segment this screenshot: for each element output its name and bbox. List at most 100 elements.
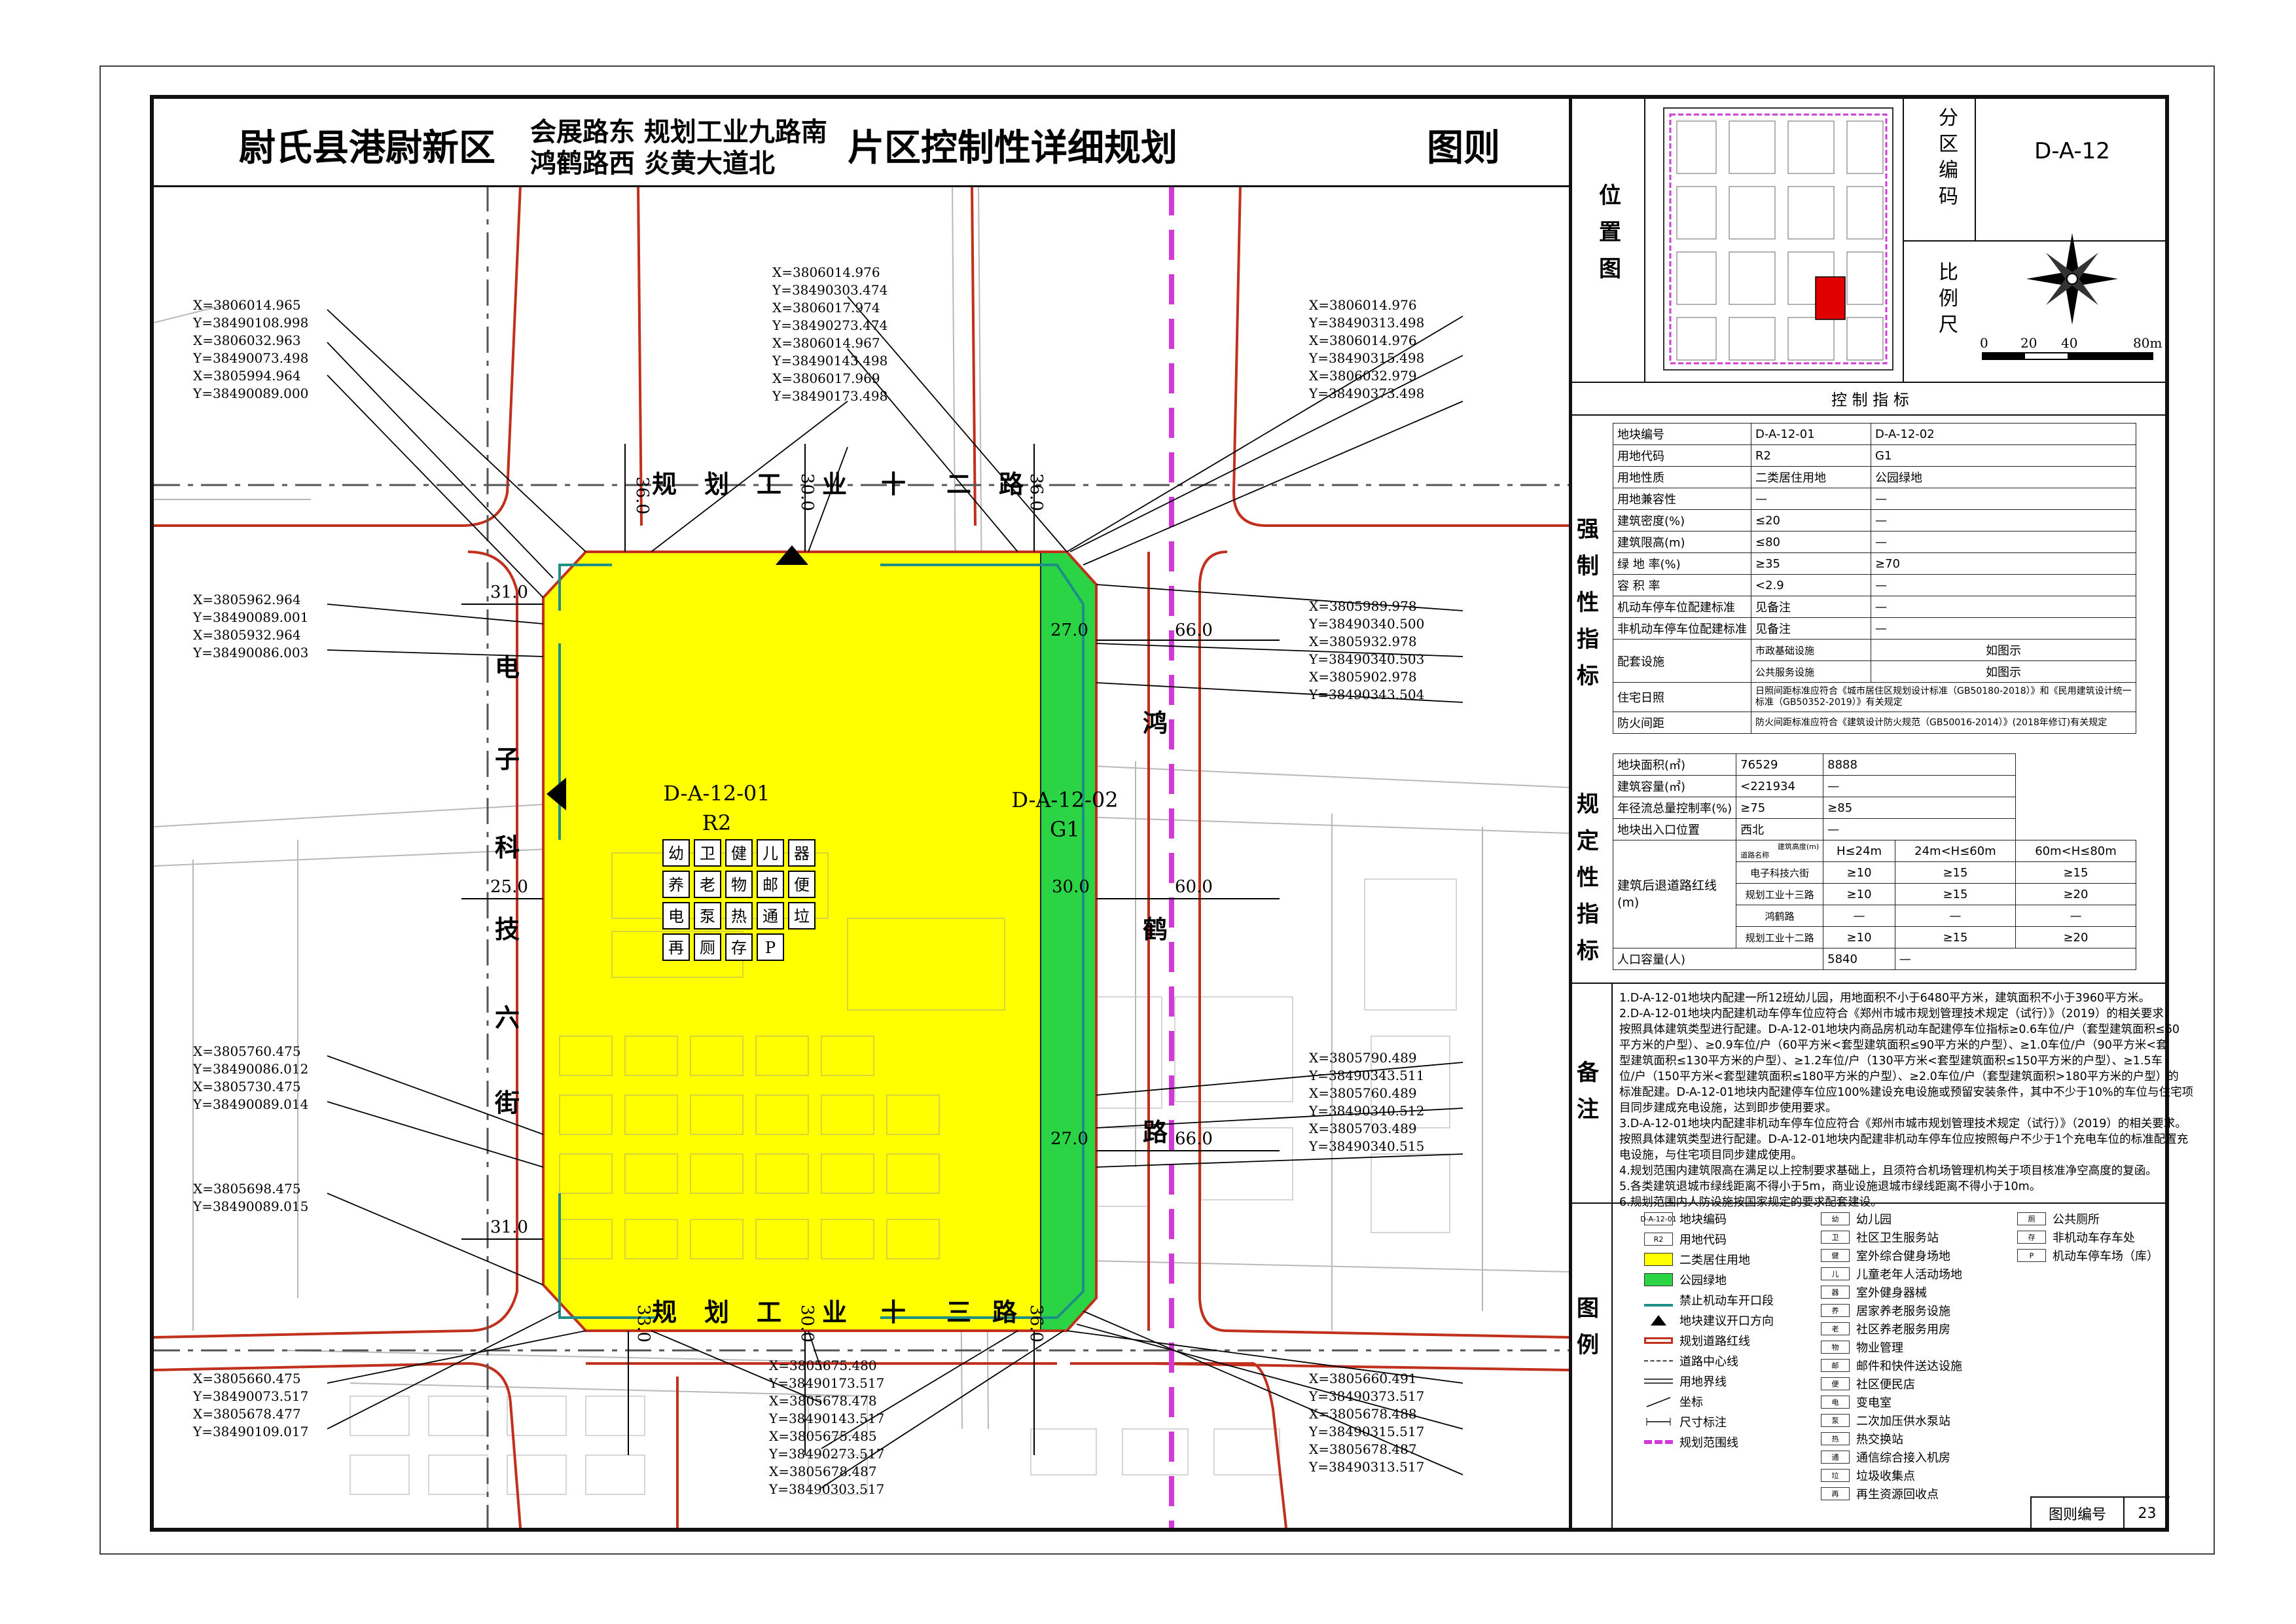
dim-n2: 30.0 bbox=[797, 473, 817, 511]
setback-cell: 规划工业十三路 bbox=[1736, 883, 1824, 905]
mandatory-row-cell-0: 用地代码 bbox=[1613, 444, 1751, 467]
road-name-char: 工 bbox=[757, 469, 781, 499]
coordinate-label: Y=38490343.504 bbox=[1308, 687, 1424, 702]
legend-item: 便社区便民店 bbox=[1821, 1375, 1915, 1392]
coordinate-label: Y=38490340.500 bbox=[1308, 616, 1424, 632]
facility-name: 公共服务设施 bbox=[1751, 660, 1871, 683]
sheet-number-box: 图则编号 23 bbox=[2030, 1496, 2170, 1529]
mandatory-row: 建筑密度(%)≤20— bbox=[1613, 509, 2136, 532]
setback-cell: 规划工业十二路 bbox=[1736, 926, 1824, 948]
mandatory-row-cell-0: 容 积 率 bbox=[1613, 574, 1751, 596]
facility-row: 公共服务设施如图示 bbox=[1613, 660, 2136, 683]
legend-text: 变电室 bbox=[1856, 1396, 1892, 1410]
mandatory-row-cell-1: 见备注 bbox=[1751, 617, 1871, 640]
legend-text: 用地界线 bbox=[1679, 1375, 1727, 1389]
legend-item: 道路中心线 bbox=[1644, 1352, 1738, 1369]
coordinate-label: Y=38490313.517 bbox=[1308, 1459, 1424, 1475]
legend-symbol: 卫 bbox=[1821, 1231, 1850, 1244]
legend-item: 坐标 bbox=[1644, 1393, 1703, 1410]
control-heading-row: 控 制 指 标 bbox=[1572, 382, 2168, 416]
population-cell: — bbox=[1894, 948, 2137, 970]
facility-icon-label: P bbox=[765, 939, 776, 957]
coordinate-label: X=3805660.491 bbox=[1309, 1371, 1417, 1386]
legend-item: 尺寸标注 bbox=[1644, 1413, 1727, 1430]
setback-cell: ≥10 bbox=[1823, 926, 1895, 948]
regulatory-cell: 地块面积(㎡) bbox=[1612, 753, 1737, 776]
legend-text: 通信综合接入机房 bbox=[1856, 1451, 1950, 1465]
facility-name: 市政基础设施 bbox=[1751, 639, 1871, 661]
facility-icon-label: 垃 bbox=[794, 907, 810, 926]
notes-text: 1.D-A-12-01地块内配建一所12班幼儿园，用地面积不小于6480平方米，… bbox=[1619, 990, 2193, 1210]
legend-item: 通通信综合接入机房 bbox=[1821, 1449, 1950, 1466]
road-name-char: 规 bbox=[652, 469, 677, 499]
legend-symbol: 便 bbox=[1821, 1377, 1850, 1390]
access-triangle-west bbox=[547, 778, 566, 810]
legend-item: 厕公共厕所 bbox=[2017, 1210, 2100, 1227]
fire-row-value: 防火间距标准应符合《建筑设计防火规范（GB50016-2014）》(2018年修… bbox=[1751, 712, 2136, 734]
coordinate-label: X=3806017.974 bbox=[772, 300, 880, 316]
dim-s1: 33.0 bbox=[634, 1305, 653, 1343]
legend-symbol: 邮 bbox=[1821, 1359, 1850, 1372]
legend-symbol: 电 bbox=[1821, 1396, 1850, 1409]
note-line: 平方米的户型）、≥0.9车位/户（60平方米<套型建筑面积≤90平方米的户型）、… bbox=[1619, 1039, 2168, 1052]
legend-symbol bbox=[1644, 1360, 1673, 1362]
facility-icon-label: 热 bbox=[731, 907, 747, 926]
scale-bar: 0 20 40 80m bbox=[1980, 335, 2162, 360]
setback-cell: ≥15 bbox=[1894, 926, 2016, 948]
regulatory-label: 规定性指标 bbox=[1577, 791, 1599, 964]
facility-icon: P bbox=[757, 933, 784, 961]
outer-border bbox=[99, 65, 2215, 1555]
coordinate-label: Y=38490273.517 bbox=[768, 1446, 884, 1462]
coordinate-label: Y=38490303.474 bbox=[772, 282, 888, 298]
legend-symbol: 儿 bbox=[1821, 1267, 1850, 1280]
coordinate-label: Y=38490313.498 bbox=[1308, 315, 1424, 331]
facility-icon-label: 儿 bbox=[762, 844, 778, 863]
regulatory-cell: 76529 bbox=[1736, 753, 1824, 776]
legend-symbol: 泵 bbox=[1821, 1414, 1850, 1427]
mandatory-row: 绿 地 率(%)≥35≥70 bbox=[1613, 552, 2136, 575]
legend-item: 邮邮件和快件送达设施 bbox=[1821, 1357, 1962, 1374]
road-name-char: 路 bbox=[1143, 1117, 1168, 1147]
scale-tick-40: 40 bbox=[2061, 335, 2077, 351]
plot-r2-fill bbox=[543, 551, 1041, 1331]
dim-e3: 27.0 bbox=[1050, 1129, 1088, 1149]
road-name-char: 三 bbox=[946, 1297, 971, 1327]
coordinate-label: Y=38490108.998 bbox=[192, 315, 308, 331]
dim-n1: 36.0 bbox=[632, 477, 652, 514]
facility-icon: 存 bbox=[725, 933, 753, 961]
population-cell: 人口容量(人) bbox=[1612, 948, 1824, 970]
legend-item: 禁止机动车开口段 bbox=[1644, 1291, 1774, 1308]
coordinate-label: X=3805989.978 bbox=[1309, 598, 1417, 614]
coordinate-label: X=3805760.489 bbox=[1309, 1085, 1417, 1101]
setback-cell: ≥10 bbox=[1823, 861, 1895, 884]
coordinate-label: X=3805678.477 bbox=[193, 1406, 301, 1422]
road-name-char: 鹤 bbox=[1143, 914, 1168, 944]
title-sheet: 图则 bbox=[1427, 127, 1500, 170]
legend-text: 社区卫生服务站 bbox=[1856, 1231, 1939, 1245]
coordinate-label: Y=38490109.017 bbox=[192, 1424, 308, 1439]
mandatory-row-cell-0: 非机动车停车位配建标准 bbox=[1613, 617, 1751, 640]
coordinate-label: X=3806032.979 bbox=[1309, 368, 1417, 384]
facility-icon-label: 泵 bbox=[700, 907, 715, 926]
road-name-west: 电子科技六街 bbox=[494, 653, 520, 1117]
coordinate-label: X=3806014.976 bbox=[772, 264, 880, 280]
mandatory-row-cell-2: ≥70 bbox=[1871, 552, 2136, 575]
population-row: 人口容量(人)5840— bbox=[1612, 948, 2137, 970]
sunlight-row-label: 住宅日照 bbox=[1613, 682, 1751, 712]
mandatory-row-cell-2: — bbox=[1871, 531, 2136, 553]
title-range-line2: 鸿鹤路西 炎黄大道北 bbox=[530, 149, 775, 179]
coordinate-label: Y=38490089.000 bbox=[192, 386, 308, 401]
legend-symbol: 再 bbox=[1821, 1487, 1850, 1500]
legend-symbol bbox=[1644, 1415, 1673, 1428]
coordinate-label: Y=38490373.498 bbox=[1308, 386, 1424, 401]
setback-row: 电子科技六街≥10≥15≥15 bbox=[1613, 861, 2137, 884]
note-line: 2.D-A-12-01地块内配建机动车停车位应符合《郑州市城市规划管理技术规定（… bbox=[1619, 1007, 2176, 1020]
mandatory-row: 用地性质二类居住用地公园绿地 bbox=[1613, 466, 2136, 488]
mandatory-row-cell-0: 绿 地 率(%) bbox=[1613, 552, 1751, 575]
legend-text: 居家养老服务设施 bbox=[1856, 1305, 1950, 1318]
mandatory-row-cell-2: — bbox=[1871, 509, 2136, 532]
facility-icon: 器 bbox=[788, 839, 816, 867]
road-name-north: 规划工业十二路 bbox=[652, 469, 1024, 499]
